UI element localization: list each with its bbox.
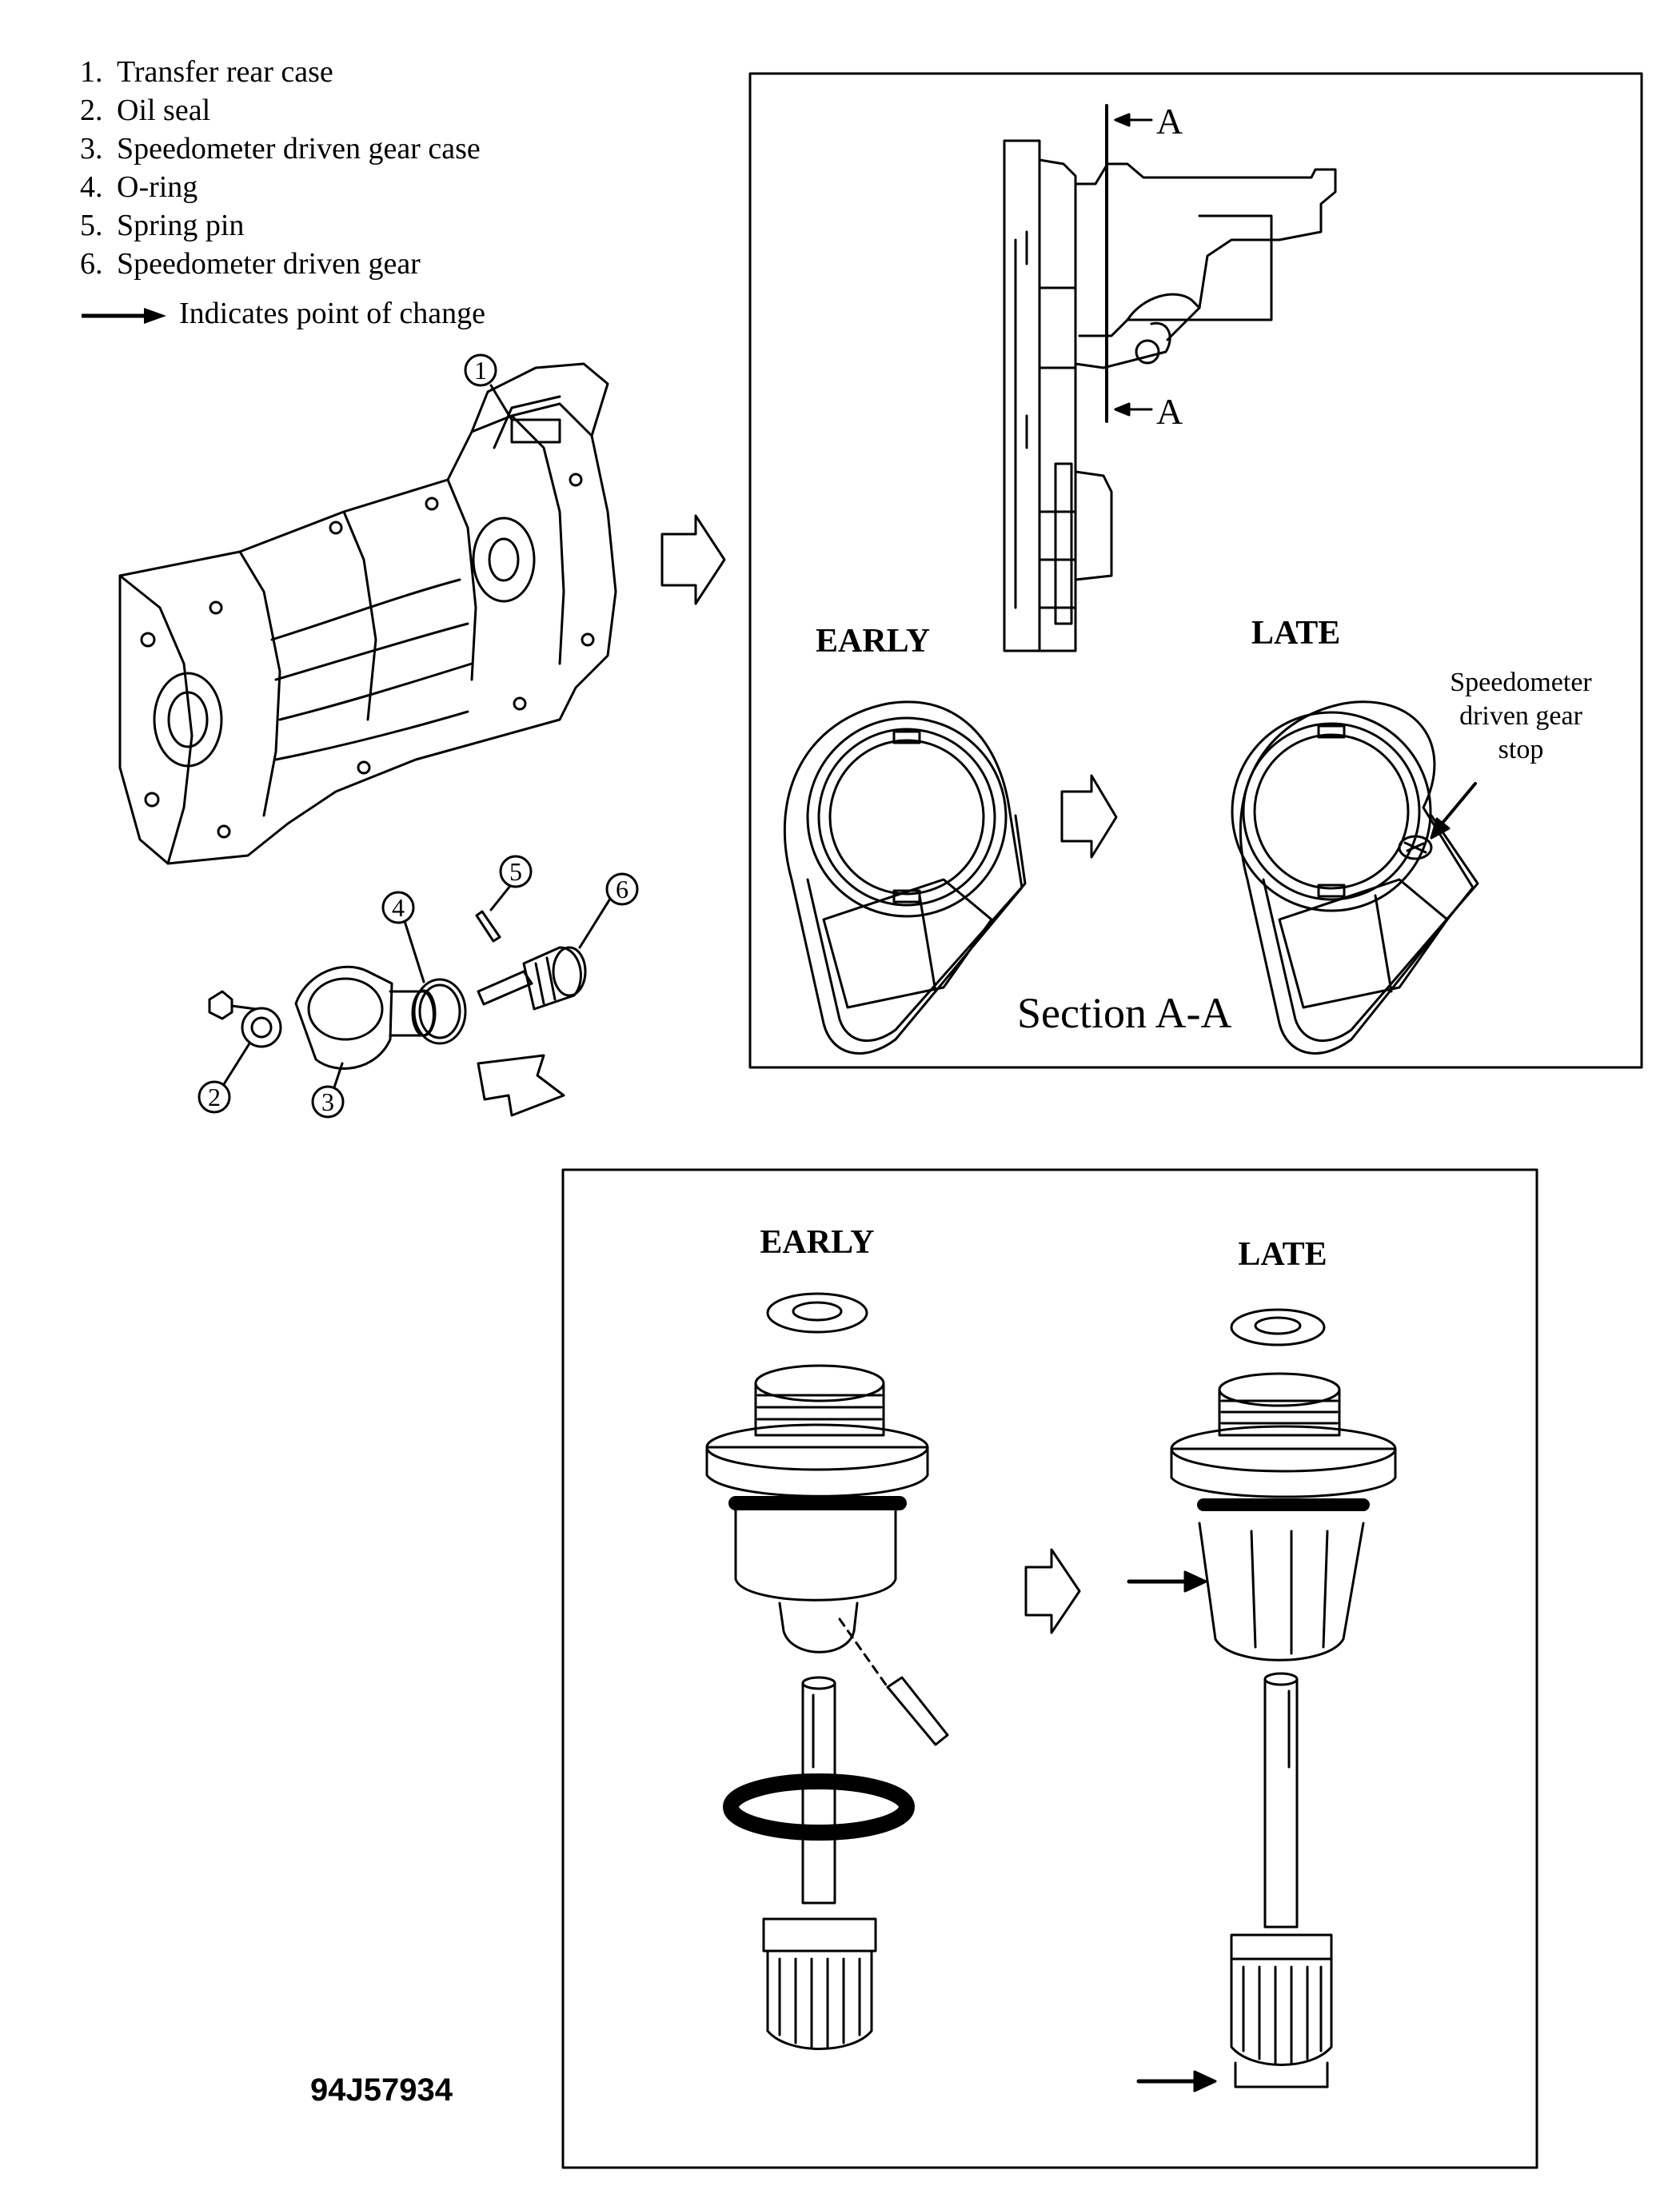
gear-late [1170,1308,1397,2088]
figure-id: 94J57934 [310,2072,453,2108]
legend-item: 6. Speedometer driven gear [80,245,736,283]
callout-1: 1 [474,356,487,385]
callout-5: 5 [509,857,522,886]
legend-label: Transfer rear case [117,55,333,89]
gear-early [705,1292,949,2050]
arrow-right-icon [1183,1570,1207,1593]
callout-3: 3 [321,1087,334,1116]
hollow-arrow-icon [1060,774,1118,859]
gear-panel-frame [561,1168,1538,2169]
callout-6: 6 [616,875,629,904]
legend-num: 1. [80,55,103,89]
legend-label: O-ring [117,170,198,204]
section-mark-top: A [1156,101,1183,142]
legend-item: 5. Spring pin [80,206,736,245]
legend-label: Speedometer driven gear [117,247,421,281]
legend-item: 3. Speedometer driven gear case [80,130,736,168]
legend-label: Speedometer driven gear case [117,132,481,166]
legend: 1. Transfer rear case 2. Oil seal 3. Speedo… [80,53,736,333]
legend-label: Oil seal [117,94,211,127]
legend-note: Indicates point of change [80,294,736,333]
legend-num: 2. [80,94,103,127]
legend-item: 2. Oil seal [80,91,736,130]
section-mark-bottom: A [1156,391,1183,432]
arrow-right-icon [1193,2070,1217,2092]
arrow-right-icon [82,308,166,325]
legend-list: 1. Transfer rear case 2. Oil seal 3. Speedo… [80,53,736,283]
section-early [784,700,1027,1055]
hollow-arrow-icon [1024,1548,1081,1634]
section-late [1231,700,1479,1055]
legend-item: 4. O-ring [80,168,736,206]
section-panel-frame [748,72,1643,1069]
exploded-parts [208,910,587,1117]
section-early-label: EARLY [816,623,930,660]
callout-2: 2 [208,1083,221,1111]
legend-num: 5. [80,209,103,242]
stop-label-line-2: driven gear [1459,701,1583,731]
legend-note-text: Indicates point of change [179,297,486,330]
legend-num: 3. [80,132,103,166]
section-late-label: LATE [1251,615,1340,652]
gear-late-label: LATE [1238,1236,1327,1273]
legend-num: 4. [80,170,103,204]
transmission-assembly [118,362,617,865]
stop-label-line-1: Speedometer [1450,668,1592,697]
legend-num: 6. [80,247,103,281]
legend-label: Spring pin [117,209,245,242]
section-caption: Section A-A [1017,989,1231,1037]
stop-label-line-3: stop [1498,735,1544,764]
legend-item: 1. Transfer rear case [80,53,736,91]
gear-early-label: EARLY [760,1224,874,1261]
hollow-arrow-icon [660,514,726,605]
callout-1-circle [464,353,497,387]
callout-4: 4 [392,893,405,922]
